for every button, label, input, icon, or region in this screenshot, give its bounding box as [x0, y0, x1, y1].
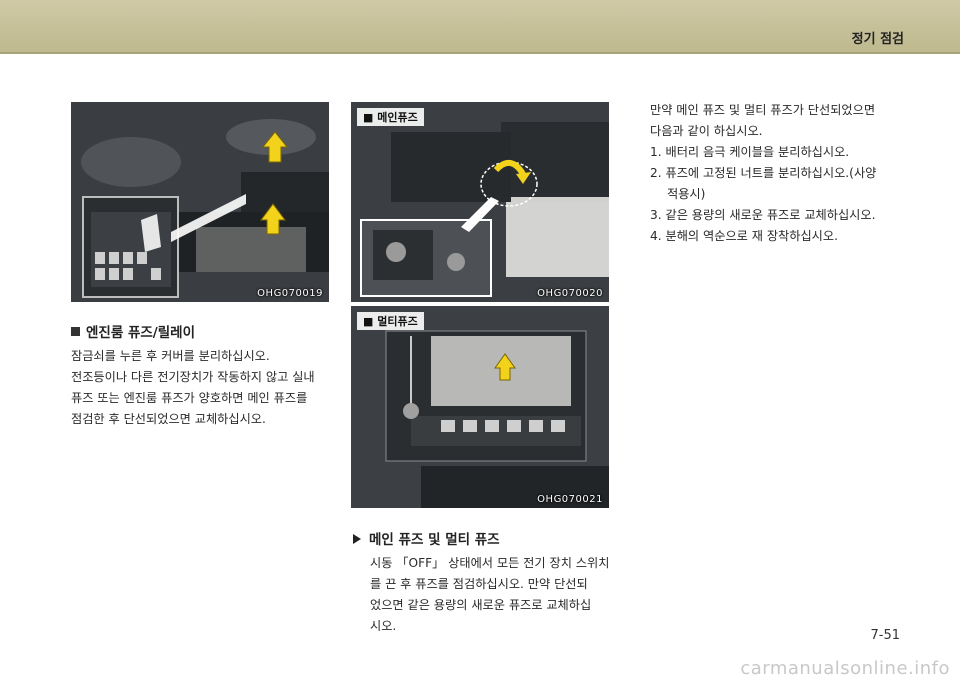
- main-multi-section-body: 시동 「OFF」 상태에서 모든 전기 장치 스위치 를 끈 후 퓨즈를 점검하…: [370, 556, 610, 633]
- engine-fuse-illustration: [71, 102, 329, 302]
- page-header: 정기 점검: [0, 0, 960, 54]
- figure-code: OHG070019: [257, 288, 323, 299]
- engine-section-body: 잠금쇠를 누른 후 커버를 분리하십시오. 전조등이나 다른 전기장치가 작동하…: [71, 349, 315, 426]
- figure-label: ■ 멀티퓨즈: [357, 312, 424, 330]
- list-item: 3. 같은 용량의 새로운 퓨즈로 교체하십시오.: [650, 208, 876, 222]
- up-arrow-icon: [494, 353, 516, 381]
- list-item: 4. 분해의 역순으로 재 장착하십시오.: [650, 229, 838, 243]
- square-bullet-icon: [71, 327, 80, 336]
- up-arrow-icon: [261, 131, 289, 163]
- figure-code: OHG070020: [537, 288, 603, 299]
- watermark: carmanualsonline.info: [740, 658, 950, 679]
- section-title: 정기 점검: [851, 32, 904, 47]
- right-column-text: 만약 메인 퓨즈 및 멀티 퓨즈가 단선되었으면 다음과 같이 하십시오. 1.…: [650, 100, 895, 247]
- main-fuse-photo: ■ 메인퓨즈 OHG070020: [351, 102, 609, 302]
- list-item: 1. 배터리 음극 케이블을 분리하십시오.: [650, 145, 850, 159]
- main-multi-section-title: 메인 퓨즈 및 멀티 퓨즈: [353, 528, 500, 548]
- triangle-bullet-icon: [353, 534, 361, 544]
- curved-arrow-icon: [493, 160, 531, 184]
- engine-section-title: 엔진룸 퓨즈/릴레이: [71, 321, 195, 341]
- up-arrow-icon: [260, 203, 286, 235]
- list-item-continuation: 적용시): [667, 187, 706, 201]
- figure-label: ■ 메인퓨즈: [357, 108, 424, 126]
- multi-fuse-illustration: [351, 306, 609, 508]
- main-fuse-illustration: [351, 102, 609, 302]
- list-item: 2. 퓨즈에 고정된 너트를 분리하십시오.(사양: [650, 166, 877, 180]
- figure-code: OHG070021: [537, 494, 603, 505]
- multi-fuse-photo: ■ 멀티퓨즈 OHG070021: [351, 306, 609, 508]
- engine-fuse-photo: OHG070019: [71, 102, 329, 302]
- page-number: 7-51: [870, 628, 900, 643]
